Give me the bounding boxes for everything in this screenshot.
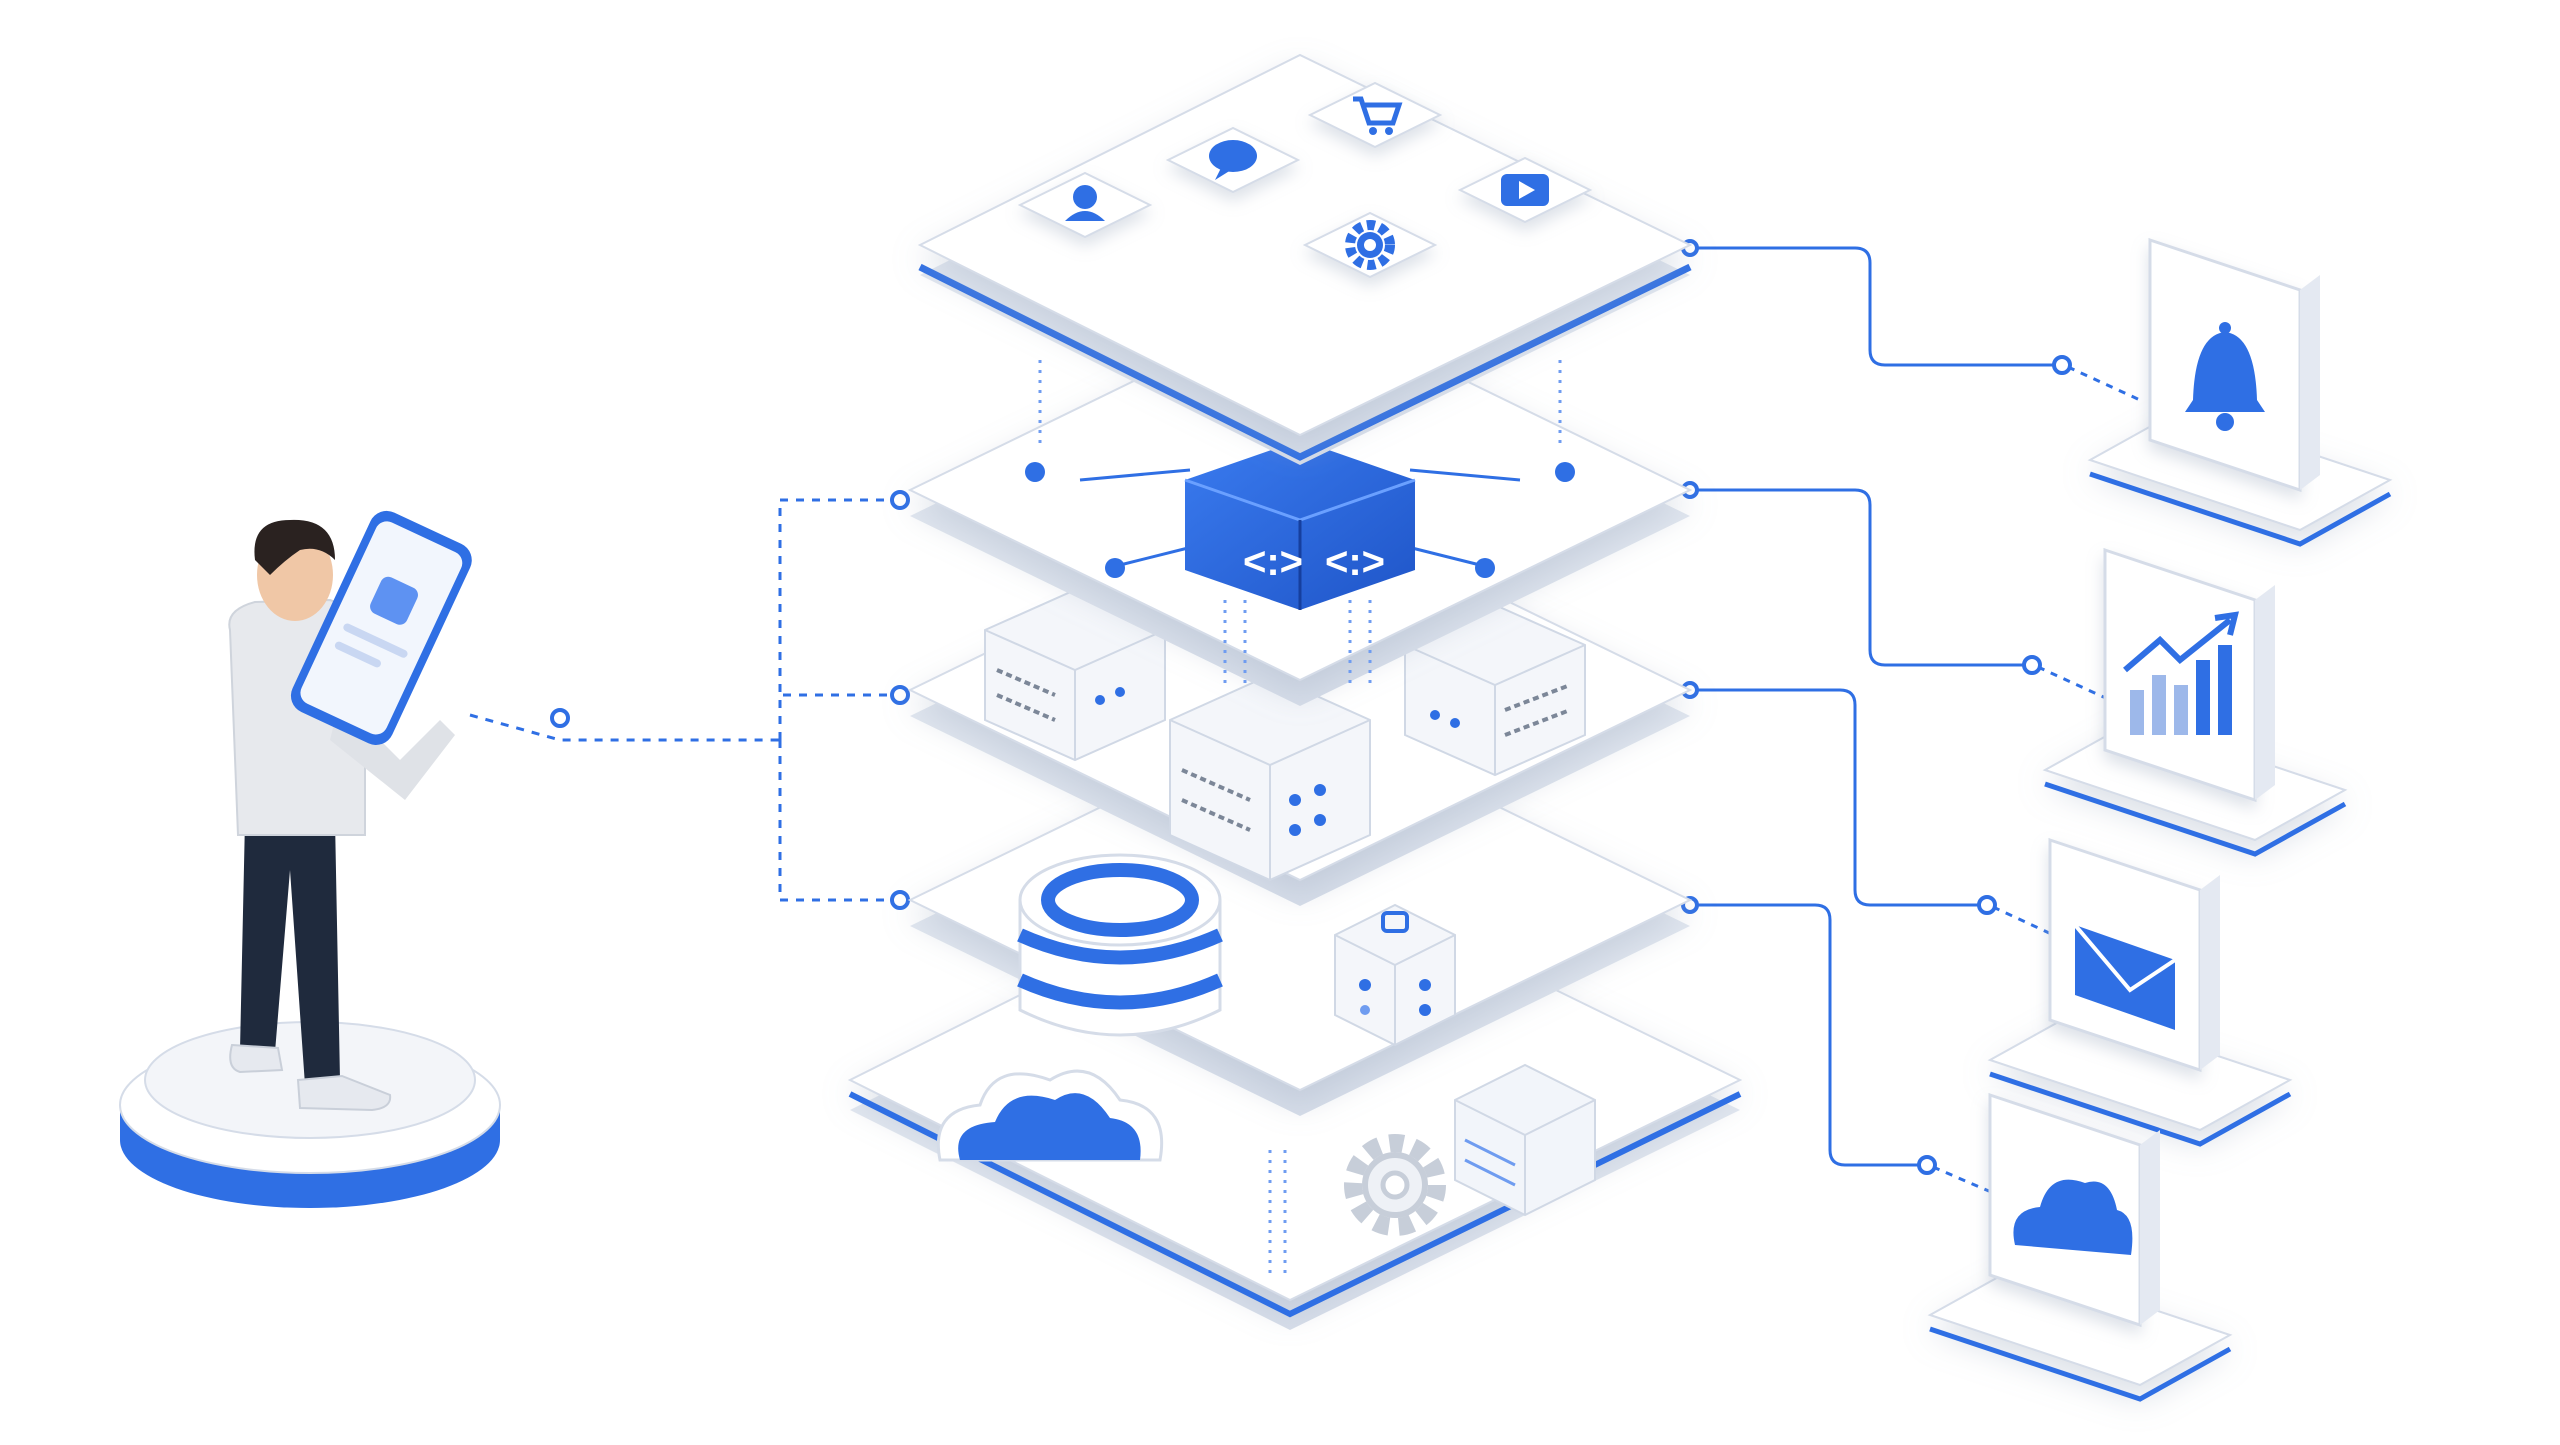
connector-cloud <box>1690 903 1925 1167</box>
storage-box-icon <box>1454 1063 1596 1217</box>
server-icon <box>1169 673 1371 882</box>
chat-icon <box>1165 126 1301 194</box>
service-connectors <box>1690 246 2060 1167</box>
application-layer <box>917 53 1693 465</box>
service-mail <box>1987 837 2293 1147</box>
connector-hub-data <box>778 740 900 902</box>
connector-bell <box>1690 246 2060 367</box>
tablet-app-icon <box>370 576 418 625</box>
api-layer: <:> <:> <box>907 298 1693 706</box>
service-chart <box>2042 547 2348 857</box>
tablet-device <box>290 510 472 745</box>
connector-user-hub <box>469 713 780 742</box>
svg-text:<:>: <:> <box>1325 540 1385 584</box>
bell-icon <box>2185 322 2265 431</box>
node-api <box>890 490 910 510</box>
connector-hub-servers <box>778 693 900 740</box>
connector-mail <box>1690 688 1985 907</box>
service-connector-nodes <box>1681 239 2072 1175</box>
user-figure <box>119 510 501 1208</box>
service-cloud <box>1927 1092 2233 1402</box>
play-icon <box>1457 156 1593 224</box>
security-cube-icon <box>1334 903 1456 1047</box>
mail-icon <box>2073 923 2177 1030</box>
database-icon <box>1017 853 1223 1037</box>
infra-dots <box>1268 1150 1287 1280</box>
connector-chart <box>1690 488 2030 667</box>
chart-icon <box>2123 611 2240 735</box>
code-brackets-icon: <:> <:> <box>1184 440 1416 610</box>
svg-text:<:>: <:> <box>1243 540 1303 584</box>
service-bell <box>2087 237 2393 547</box>
user-connector-nodes <box>550 490 910 910</box>
node-data <box>890 890 910 910</box>
gear-icon <box>1302 211 1438 279</box>
node-user <box>550 708 570 728</box>
cloud-icon <box>936 1069 1164 1162</box>
node-servers <box>890 685 910 705</box>
connector-hub-api <box>778 498 900 740</box>
cart-icon <box>1307 81 1443 149</box>
cloud-icon <box>2013 1179 2133 1255</box>
gear-icon <box>1344 1134 1446 1236</box>
server-icon <box>984 588 1166 762</box>
user-icon <box>1017 171 1153 239</box>
user-connectors <box>469 498 900 902</box>
person-with-tablet <box>228 510 472 1112</box>
